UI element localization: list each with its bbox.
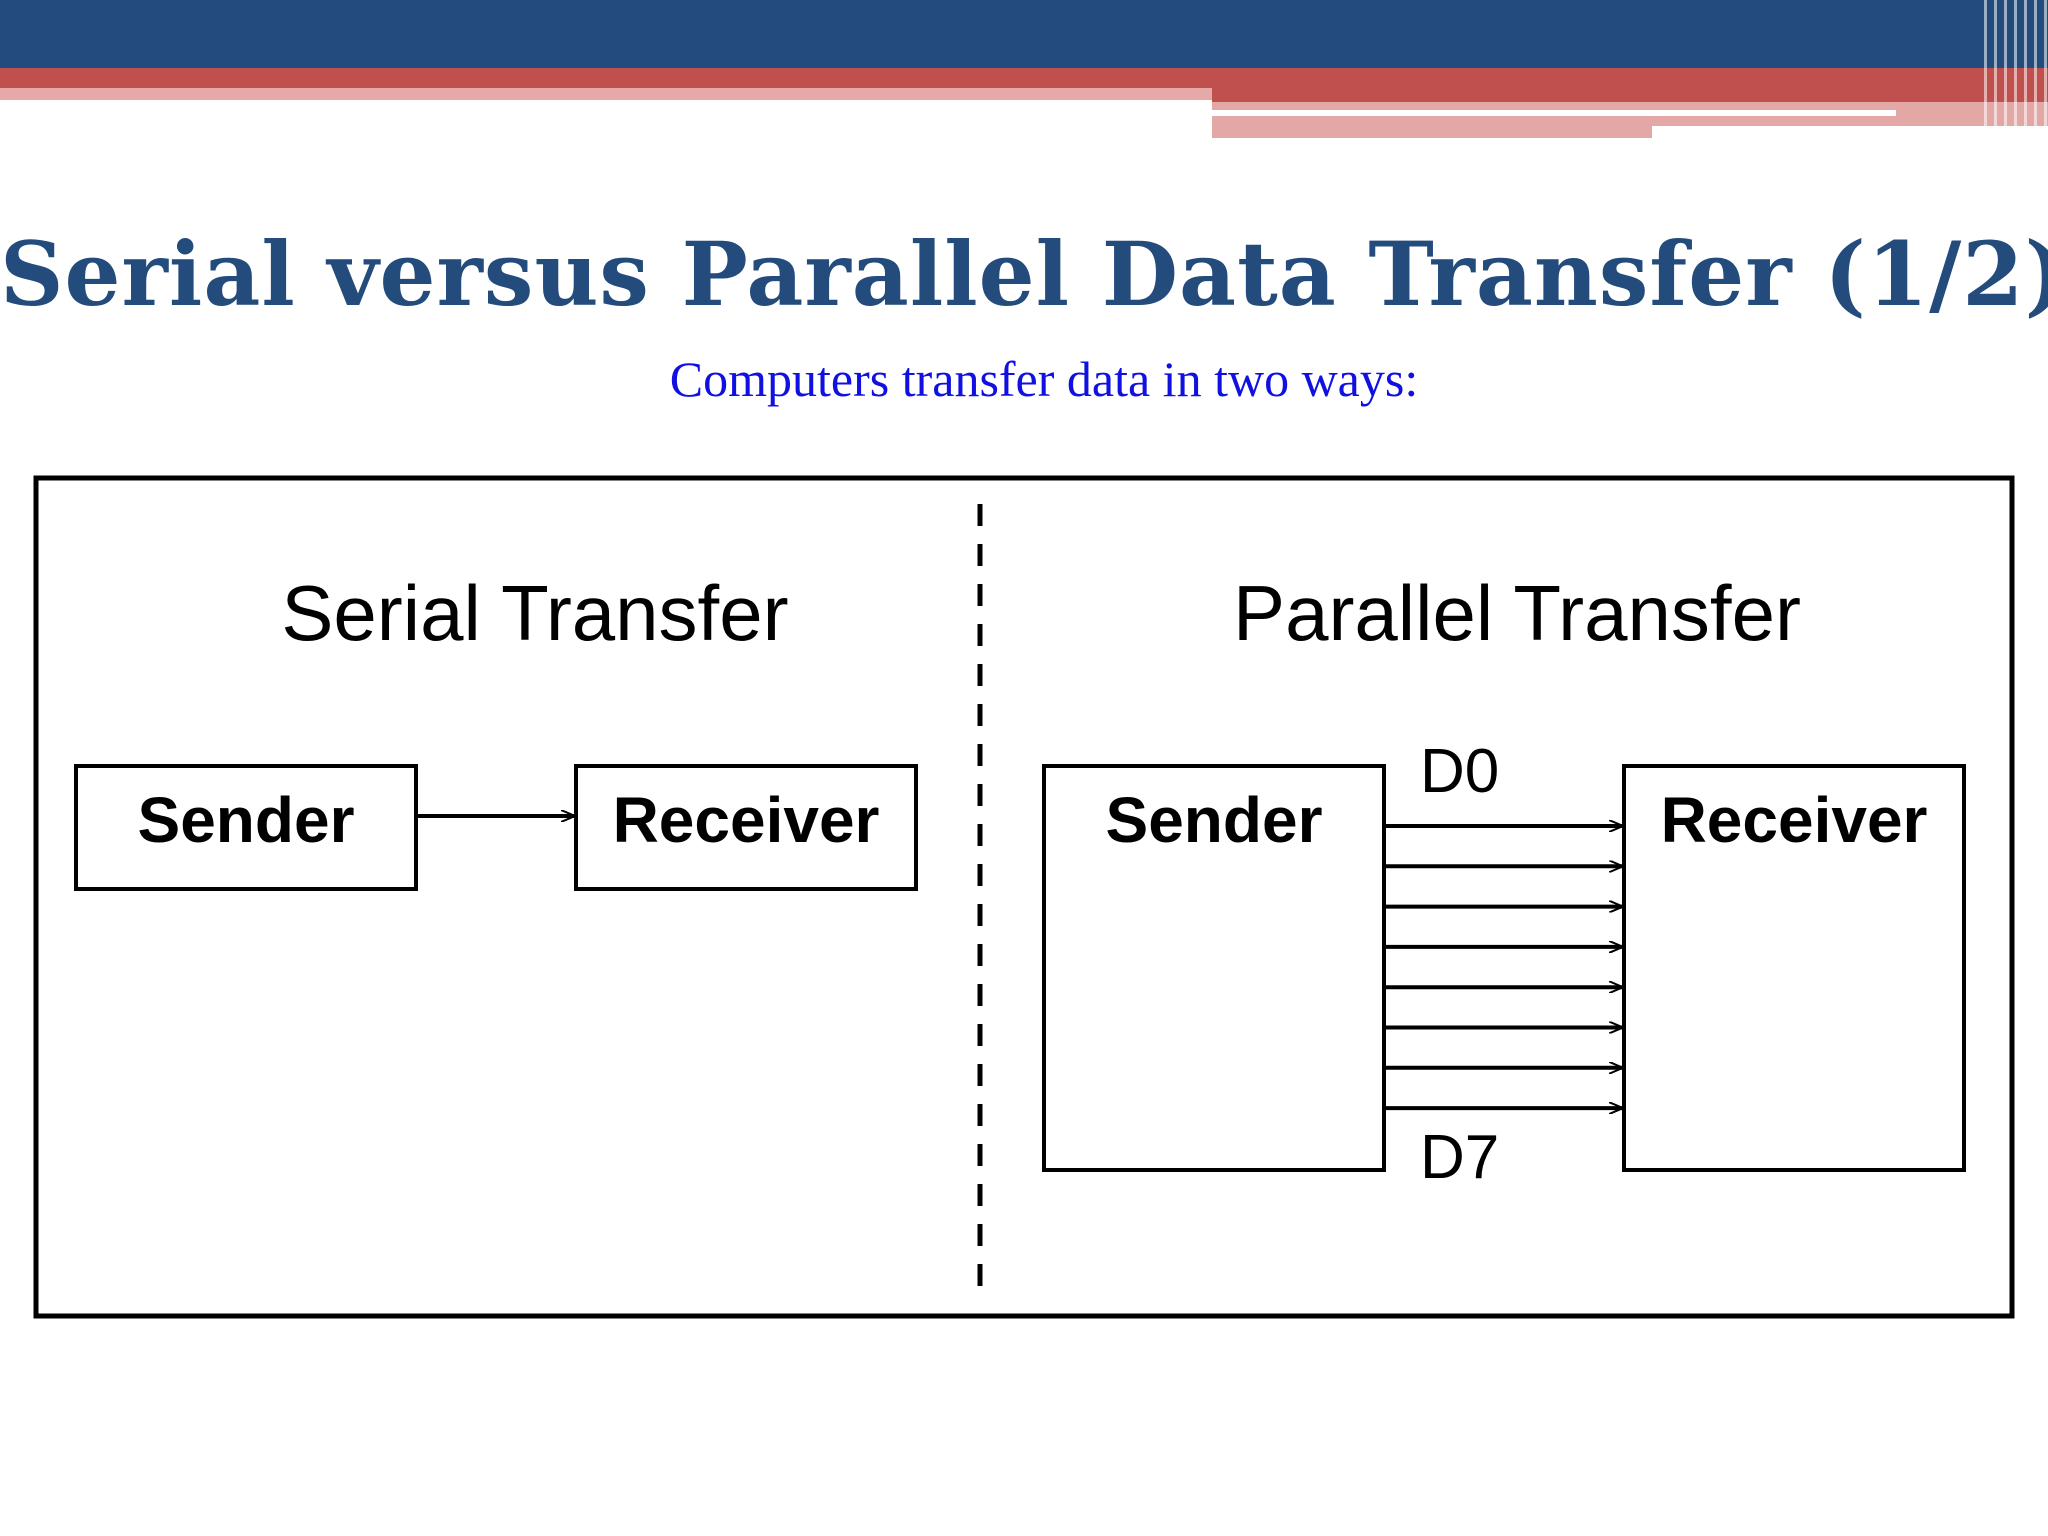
parallel-first-line-label: D0 <box>1420 737 1499 806</box>
parallel-last-line-label: D7 <box>1420 1123 1499 1192</box>
header-accent-line <box>1212 110 1896 116</box>
parallel-sender-label: Sender <box>1106 784 1323 856</box>
header-bar-blue <box>0 0 2048 68</box>
parallel-receiver-label: Receiver <box>1661 784 1928 856</box>
header-corner-stripes <box>1984 0 2048 138</box>
serial-sender-label: Sender <box>138 784 355 856</box>
header-accent-block <box>1652 126 2048 138</box>
serial-sender-box <box>74 764 418 891</box>
header-bar-red-right <box>1212 88 2048 102</box>
parallel-receiver-box <box>1622 764 1966 1172</box>
header-bar-red <box>0 68 2048 88</box>
serial-receiver-label: Receiver <box>613 784 880 856</box>
serial-receiver-box <box>574 764 918 891</box>
header-bar-pink-left <box>0 88 1212 100</box>
slide-title: Serial versus Parallel Data Transfer (1/… <box>0 222 2048 326</box>
parallel-sender-box <box>1042 764 1386 1172</box>
diagram-frame <box>33 475 2015 1319</box>
parallel-data-lines <box>1386 826 1622 1108</box>
slide-subtitle: Computers transfer data in two ways: <box>669 351 1419 407</box>
parallel-heading: Parallel Transfer <box>1233 569 1801 657</box>
serial-heading: Serial Transfer <box>281 569 788 657</box>
